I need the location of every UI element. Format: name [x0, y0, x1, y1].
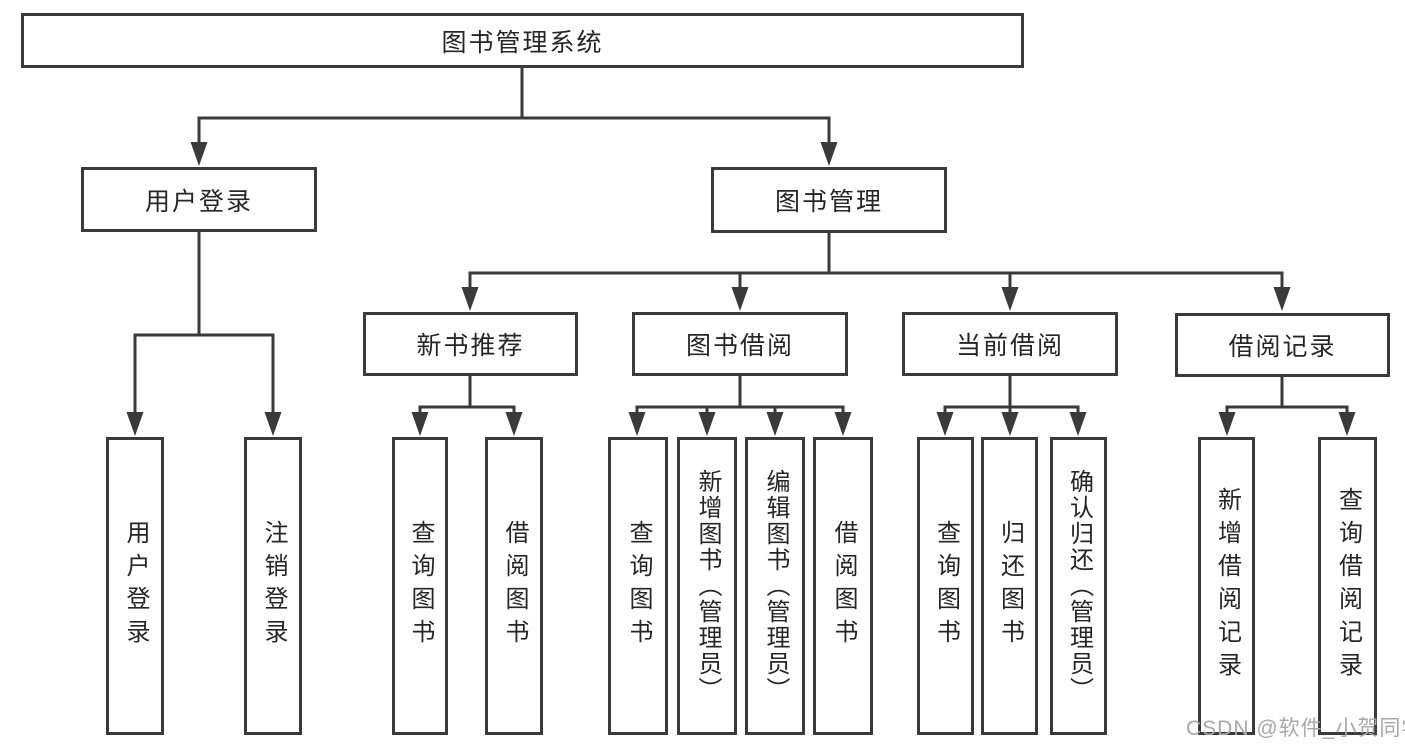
node-root-label: 图书管理系统: [441, 28, 604, 57]
leaf-record-query-record: 查询借阅记录: [1318, 437, 1377, 735]
leaf-newbook-borrow-books-label: 借阅图书: [501, 520, 528, 652]
node-new-book-recommend-label: 新书推荐: [416, 332, 525, 360]
leaf-user-login: 用户登录: [106, 437, 164, 735]
node-current-borrow-label: 当前借阅: [955, 332, 1064, 360]
leaf-current-confirm-return-admin: 确认归还（管理员）: [1050, 437, 1107, 735]
leaf-logout-login: 注销登录: [244, 437, 302, 735]
leaf-newbook-query-books: 查询图书: [392, 437, 448, 735]
csdn-watermark: CSDN @软件_小贺同学: [1186, 717, 1405, 740]
node-new-book-recommend: 新书推荐: [363, 312, 578, 376]
node-book-borrow: 图书借阅: [632, 312, 848, 376]
leaf-borrow-edit-books-admin: 编辑图书（管理员）: [745, 437, 805, 735]
leaf-record-add-record: 新增借阅记录: [1198, 437, 1255, 735]
node-borrow-record: 借阅记录: [1175, 313, 1390, 377]
leaf-borrow-edit-books-admin-label: 编辑图书（管理员）: [762, 469, 789, 703]
leaf-borrow-borrow-books-label: 借阅图书: [830, 520, 857, 652]
leaf-borrow-add-books-admin-label: 新增图书（管理员）: [694, 469, 721, 703]
leaf-record-query-record-label: 查询借阅记录: [1334, 487, 1362, 685]
leaf-borrow-borrow-books: 借阅图书: [813, 437, 873, 735]
node-borrow-record-label: 借阅记录: [1228, 333, 1337, 361]
leaf-current-return-books: 归还图书: [981, 437, 1038, 735]
leaf-newbook-borrow-books: 借阅图书: [485, 437, 543, 735]
leaf-current-confirm-return-admin-label: 确认归还（管理员）: [1065, 469, 1093, 703]
node-root: 图书管理系统: [21, 13, 1024, 68]
leaf-borrow-query-books: 查询图书: [608, 437, 668, 735]
leaf-borrow-add-books-admin: 新增图书（管理员）: [677, 437, 737, 735]
leaf-logout-login-label: 注销登录: [260, 520, 287, 652]
leaf-user-login-label: 用户登录: [122, 520, 149, 652]
node-book-borrow-label: 图书借阅: [685, 332, 794, 360]
leaf-current-return-books-label: 归还图书: [996, 520, 1024, 652]
node-user-login: 用户登录: [81, 167, 317, 232]
leaf-record-add-record-label: 新增借阅记录: [1213, 487, 1241, 685]
leaf-newbook-query-books-label: 查询图书: [407, 520, 434, 652]
leaf-current-query-books: 查询图书: [917, 437, 974, 735]
node-book-management: 图书管理: [711, 167, 947, 233]
node-current-borrow: 当前借阅: [902, 312, 1118, 376]
node-book-management-label: 图书管理: [774, 188, 883, 216]
leaf-borrow-query-books-label: 查询图书: [625, 520, 652, 652]
leaf-current-query-books-label: 查询图书: [932, 520, 960, 652]
node-user-login-label: 用户登录: [144, 187, 253, 216]
